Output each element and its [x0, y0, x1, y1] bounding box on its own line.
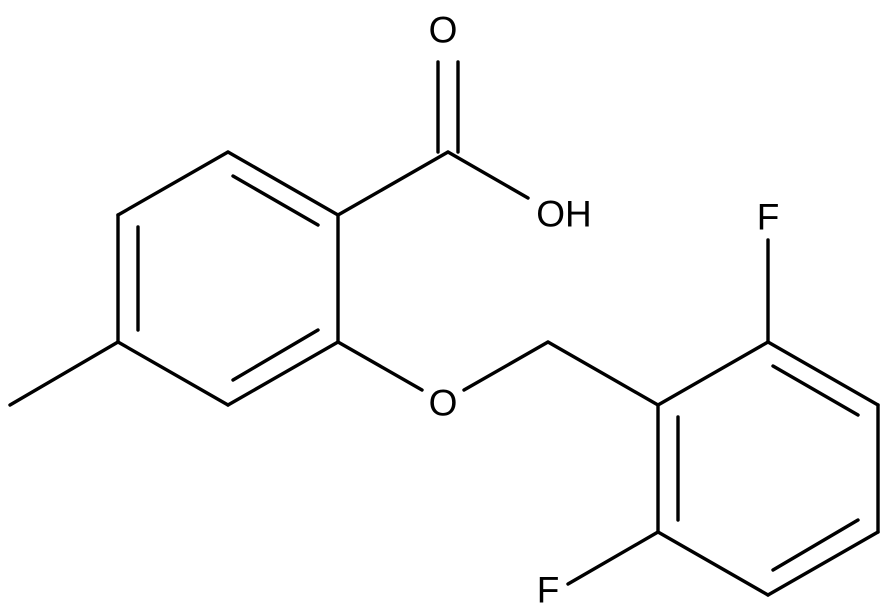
bond-ring2-d-inner	[771, 518, 860, 572]
ether-oxygen-label: O	[429, 383, 458, 424]
fluorine-top-label: F	[757, 197, 780, 238]
bond-ring1-d	[116, 340, 230, 407]
bond-ring2-e	[656, 530, 770, 597]
fluorine-bottom-label: F	[537, 570, 560, 611]
bond-ring2-d	[766, 530, 880, 597]
bond-ring1-f	[116, 150, 230, 217]
bond-c-f-bottom	[566, 530, 660, 586]
bond-ring1-a-inner	[231, 174, 320, 227]
bond-c-oh	[446, 150, 530, 200]
bond-o-ch2	[462, 340, 550, 392]
bond-ring-o	[336, 340, 424, 392]
bond-ring2-b	[766, 340, 880, 407]
bond-ch2-ring	[546, 340, 660, 407]
carbonyl-oxygen-label: O	[429, 10, 458, 51]
bond-ring1-c	[226, 340, 340, 407]
bond-ring1-c-inner	[231, 328, 320, 382]
bond-ring2-b-inner	[771, 364, 860, 417]
bond-ring2-a	[656, 340, 770, 407]
bond-ring1-a	[226, 150, 340, 217]
bond-methyl	[8, 340, 120, 407]
hydroxyl-label: OH	[536, 194, 592, 235]
bond-carboxyl-c	[336, 150, 450, 217]
